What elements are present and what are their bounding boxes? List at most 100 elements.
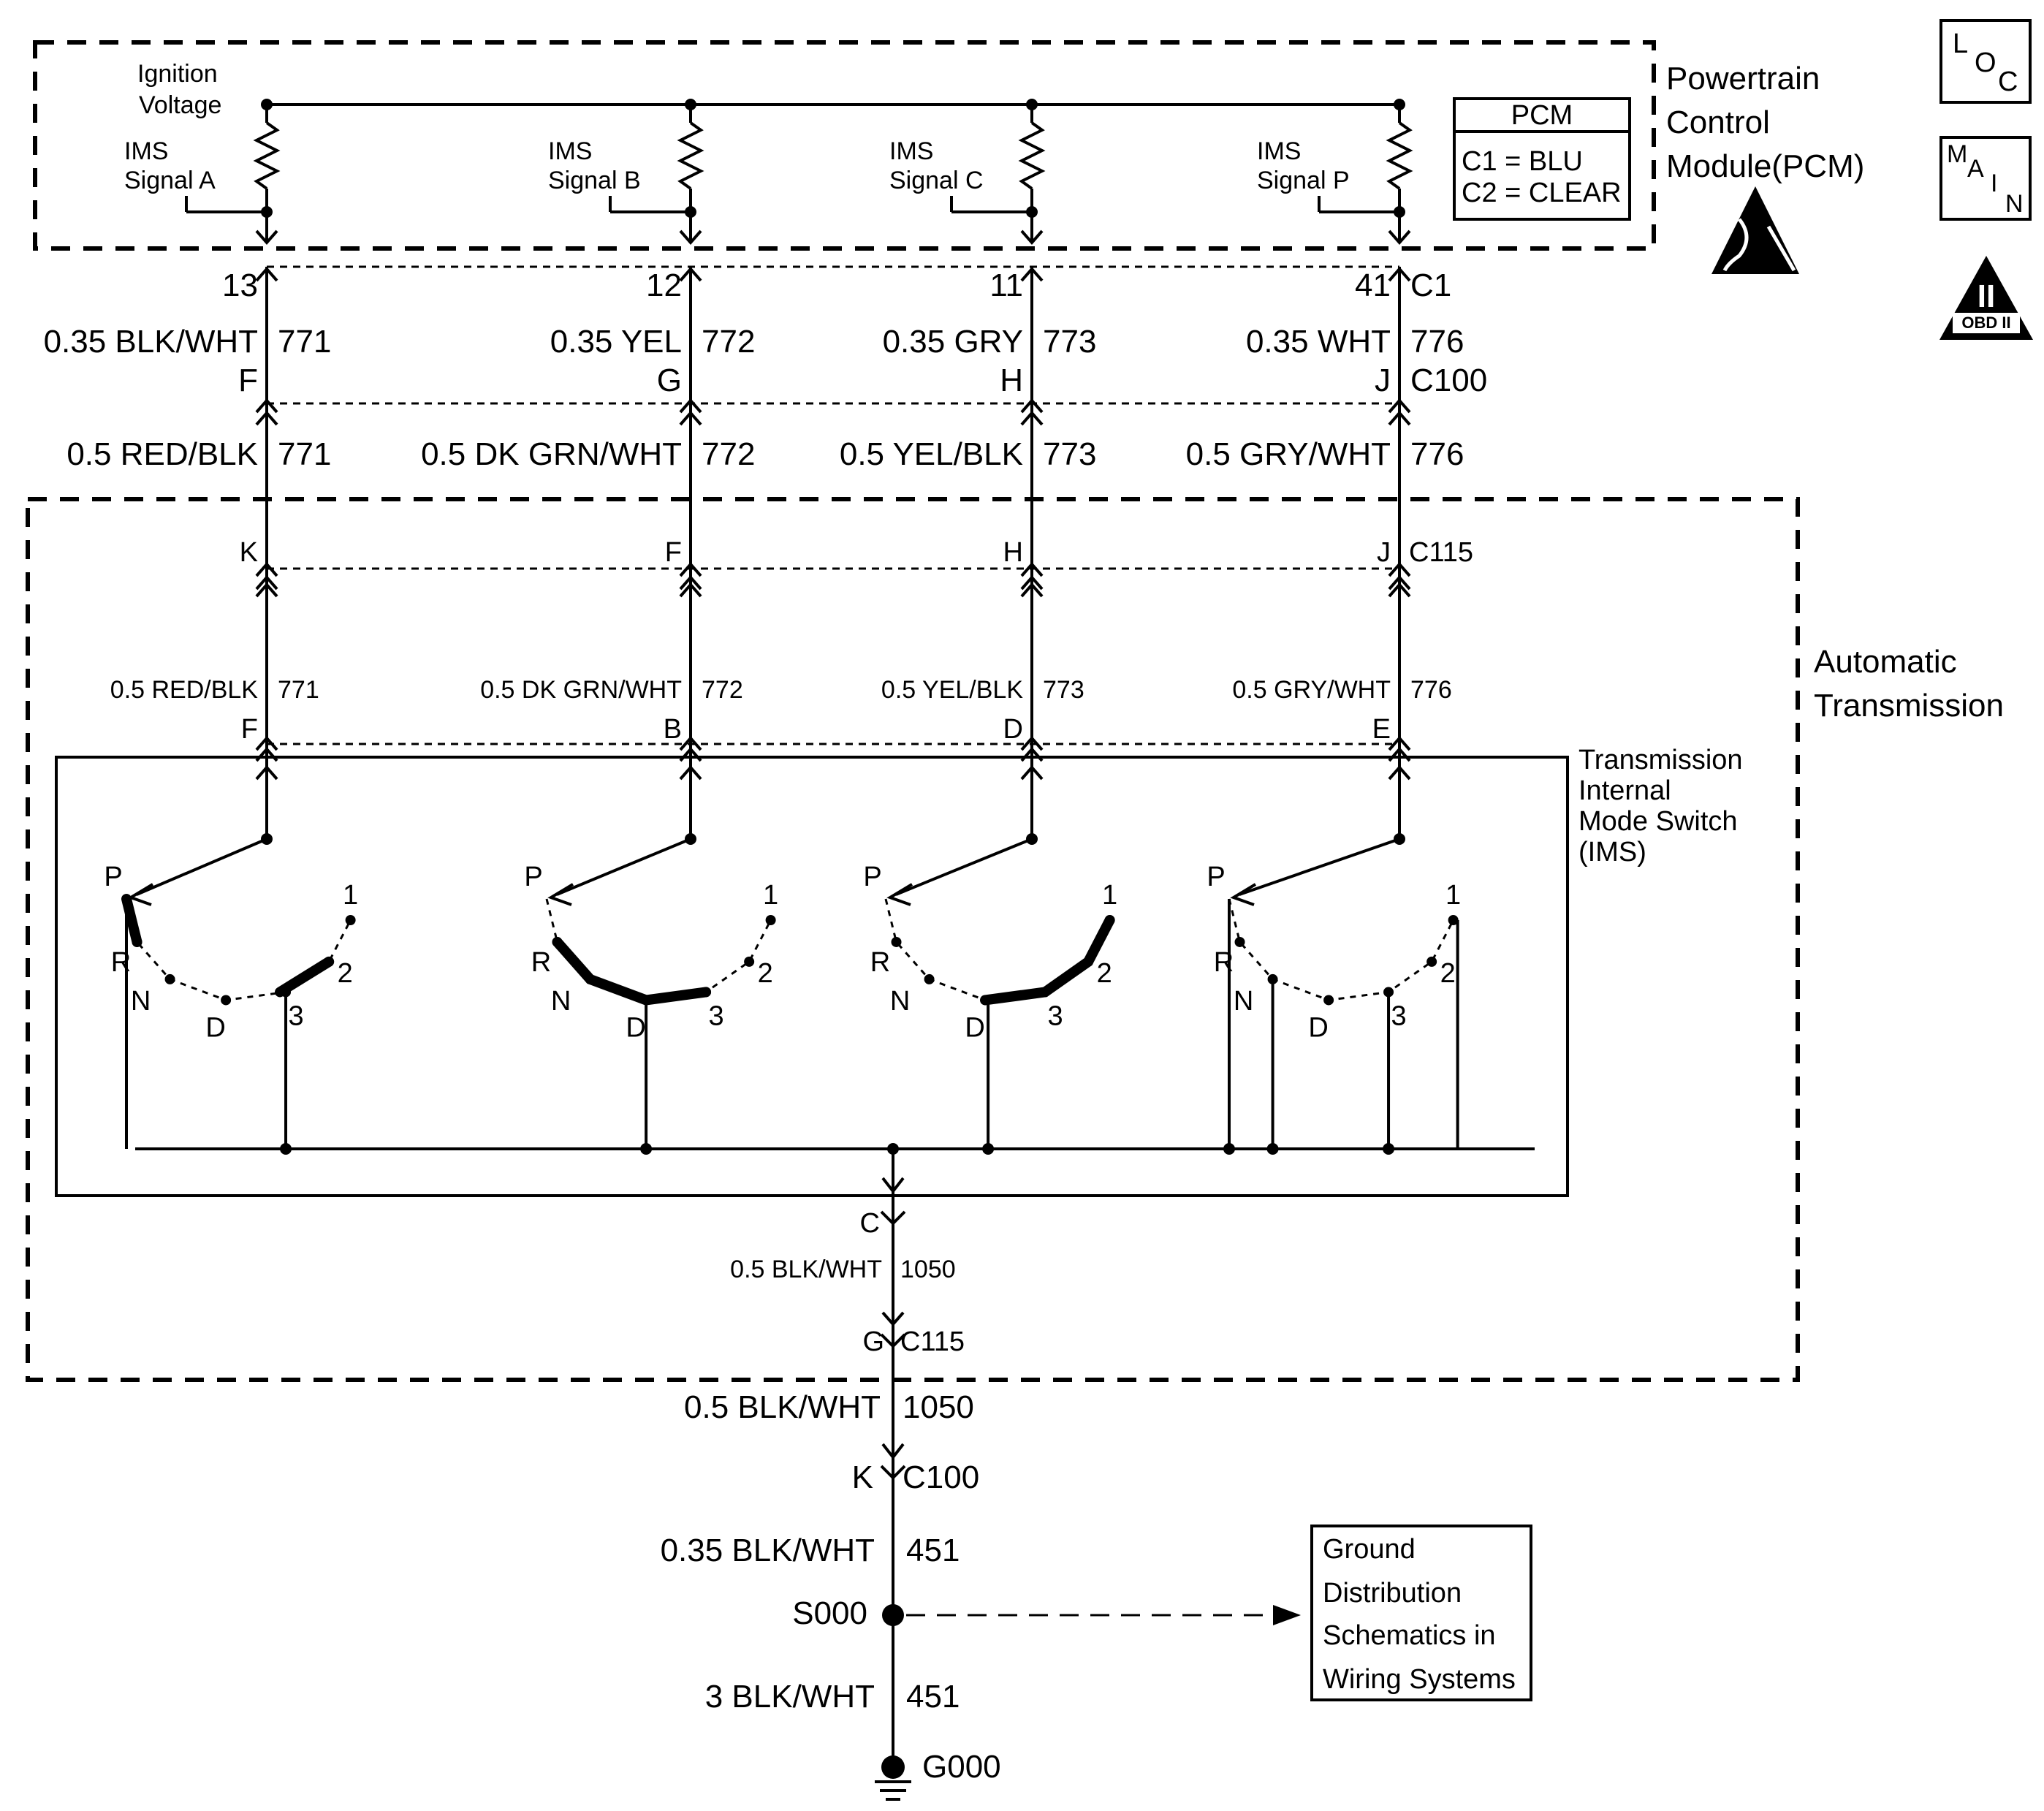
position-D: D (205, 1012, 225, 1043)
c115-label-upper: C115 (1409, 537, 1473, 568)
pcm-pin: 11 (989, 267, 1023, 303)
ims-label-2: Internal (1578, 775, 1671, 806)
main-icon: M A I N (1939, 136, 2032, 221)
upper-gauge: 0.35 BLK/WHT (44, 324, 258, 360)
pcm-pin: 12 (646, 267, 682, 303)
ims-signal-label-2: Signal C (889, 167, 984, 194)
c115-pin: K (240, 537, 258, 568)
splice-s000 (882, 1604, 904, 1626)
trans-circuit: 771 (278, 676, 319, 704)
lower-circuit: 773 (1043, 436, 1096, 472)
transmission-title-1: Automatic (1814, 644, 1957, 680)
c100-pin: F (238, 362, 258, 398)
pcm-legend-box (1453, 97, 1631, 221)
ground-c100: C100 (903, 1459, 979, 1495)
position-R: R (111, 947, 131, 978)
upper-circuit: 776 (1410, 324, 1464, 360)
position-D: D (965, 1012, 984, 1043)
c100-pin: H (1000, 362, 1023, 398)
loc-icon: L O C (1939, 19, 2032, 104)
position-2: 2 (1440, 958, 1456, 989)
ims-signal-label-2: Signal P (1257, 167, 1350, 194)
position-1: 1 (343, 880, 358, 911)
ground-symbol-icon (875, 1755, 911, 1801)
position-3: 3 (1047, 1001, 1063, 1031)
ground-circuit: 1050 (903, 1389, 974, 1425)
ground-c100-pin: K (852, 1459, 873, 1495)
position-3: 3 (1391, 1001, 1406, 1031)
position-P: P (104, 862, 122, 892)
position-2: 2 (338, 958, 353, 989)
ims-pin: E (1372, 714, 1391, 745)
ims-switch-box (55, 756, 1569, 1197)
ground-ref-arrow (1273, 1605, 1301, 1625)
position-R: R (531, 947, 551, 978)
position-D: D (626, 1012, 645, 1043)
ground-id: G000 (922, 1749, 1001, 1785)
ims-signal-label-1: IMS (548, 137, 592, 165)
pcm-title-3: Module(PCM) (1666, 148, 1864, 184)
pcm-boundary (33, 40, 1656, 251)
ground-ref-3: Schematics in (1323, 1620, 1496, 1651)
lower-circuit: 771 (278, 436, 331, 472)
ground-c115-pin: G (862, 1326, 884, 1357)
esd-warning-icon (1711, 186, 1799, 274)
c100-label-upper: C100 (1410, 362, 1487, 398)
svg-text:M: M (1947, 140, 1967, 168)
ims-pin: B (664, 714, 682, 745)
ims-label-4: (IMS) (1578, 837, 1646, 867)
c100-pin: J (1375, 362, 1391, 398)
upper-gauge: 0.35 GRY (883, 324, 1023, 360)
lower-gauge: 0.5 RED/BLK (67, 436, 258, 472)
ims-signal-label-2: Signal A (124, 167, 216, 194)
pull-up-resistor-icon (1018, 121, 1046, 190)
ground-ref-box (1310, 1525, 1532, 1701)
svg-text:O: O (1975, 48, 1996, 78)
trans-circuit: 776 (1410, 676, 1452, 704)
ground-trans-circuit: 1050 (900, 1256, 956, 1283)
pcm-legend-c2: C2 = CLEAR (1462, 178, 1622, 208)
position-N: N (890, 986, 910, 1017)
position-1: 1 (1102, 880, 1117, 911)
trans-gauge: 0.5 YEL/BLK (881, 676, 1023, 704)
c115-pin: J (1377, 537, 1391, 568)
svg-text:C: C (1998, 67, 2018, 97)
position-2: 2 (1097, 958, 1112, 989)
position-R: R (1214, 947, 1234, 978)
ground-trans-gauge: 0.5 BLK/WHT (730, 1256, 882, 1283)
ims-label-3: Mode Switch (1578, 806, 1738, 837)
position-2: 2 (758, 958, 773, 989)
pcm-connector-label: C1 (1410, 267, 1451, 303)
lower-gauge: 0.5 GRY/WHT (1186, 436, 1391, 472)
ignition-label-2: Voltage (139, 91, 221, 119)
lower-gauge: 0.5 DK GRN/WHT (421, 436, 682, 472)
obd-ii-icon: OBD II II (1939, 256, 2033, 340)
svg-text:I: I (1991, 170, 1997, 197)
position-D: D (1308, 1012, 1328, 1043)
upper-gauge: 0.35 WHT (1246, 324, 1391, 360)
ims-signal-label-1: IMS (124, 137, 168, 165)
svg-text:L: L (1953, 29, 1968, 59)
lower-gauge: 0.5 YEL/BLK (840, 436, 1023, 472)
ims-label-1: Transmission (1578, 745, 1743, 775)
ground-ref-1: Ground (1323, 1534, 1416, 1565)
pcm-legend-title: PCM (1511, 100, 1573, 131)
ims-signal-label-1: IMS (1257, 137, 1301, 165)
upper-gauge: 0.35 YEL (550, 324, 682, 360)
ignition-label-1: Ignition (137, 60, 218, 88)
ims-pin: D (1003, 714, 1023, 745)
ground-gauge2: 0.35 BLK/WHT (661, 1533, 875, 1568)
pull-up-resistor-icon (253, 121, 281, 190)
svg-text:II: II (1977, 278, 1995, 314)
position-N: N (131, 986, 151, 1017)
ground-ims-pin: C (860, 1208, 880, 1239)
position-P: P (524, 862, 542, 892)
pcm-legend-c1: C1 = BLU (1462, 146, 1583, 177)
transmission-title-2: Transmission (1814, 688, 2004, 724)
lower-circuit: 776 (1410, 436, 1464, 472)
